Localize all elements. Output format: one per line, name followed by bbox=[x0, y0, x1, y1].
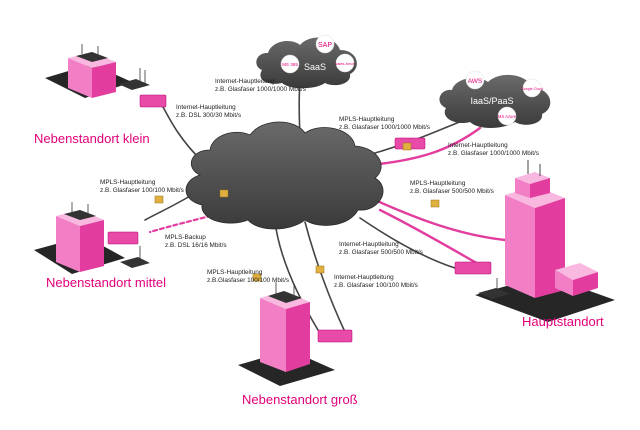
site-label-hauptstandort: Hauptstandort bbox=[522, 314, 604, 329]
lock-icon-1 bbox=[154, 195, 164, 204]
lock-icon-2 bbox=[219, 189, 229, 198]
cable-haupt-mpls bbox=[373, 198, 507, 242]
lock-icon-3 bbox=[252, 273, 262, 282]
link-label-iaas-mpls: MPLS-Hauptleitung z.B. Glasfaser 1000/10… bbox=[339, 116, 430, 132]
link-title: Internet-Hauptleitung bbox=[215, 78, 275, 85]
link-label-saas-internet: Internet-Hauptleitung z.B. Glasfaser 100… bbox=[215, 78, 306, 94]
badge-ms-azure: MS Azure bbox=[498, 114, 517, 119]
building-hauptstandort bbox=[505, 160, 598, 298]
badge-google-cloud: Google Cloud bbox=[521, 87, 543, 91]
firewall-klein bbox=[139, 94, 167, 108]
link-detail: z.B. Glasfaser 500/500 Mbit/s bbox=[339, 249, 423, 256]
saas-label: SaaS bbox=[304, 62, 326, 72]
iaas-label: IaaS/PaaS bbox=[470, 96, 513, 106]
link-label-iaas-internet: Internet-Hauptleitung z.B. Glasfaser 100… bbox=[448, 142, 539, 158]
cable-haupt-mpls-2 bbox=[378, 208, 482, 267]
router-mittel bbox=[120, 246, 150, 268]
link-label-haupt-mpls: MPLS-Hauptleitung z.B. Glasfaser 500/500… bbox=[410, 180, 494, 196]
cable-iaas-mpls bbox=[368, 126, 482, 167]
firewall-mittel bbox=[107, 231, 139, 245]
iaas-badges bbox=[465, 70, 542, 126]
link-detail: z.B. Glasfaser 100/100 Mbit/s bbox=[334, 282, 418, 289]
link-title: Internet-Hauptleitung bbox=[176, 104, 236, 111]
link-title: MPLS-Hauptleitung bbox=[100, 179, 156, 186]
link-detail: z.B. DSL 16/16 Mbit/s bbox=[165, 242, 227, 249]
link-label-mittel-mpls: MPLS-Hauptleitung z.B. Glasfaser 100/100… bbox=[100, 179, 184, 195]
saas-badges bbox=[280, 34, 355, 74]
link-title: MPLS-Hauptleitung bbox=[207, 269, 263, 276]
link-label-haupt-internet: Internet-Hauptleitung z.B. Glasfaser 500… bbox=[339, 241, 423, 257]
link-label-klein-internet: Internet-Hauptleitung z.B. DSL 300/30 Mb… bbox=[176, 104, 241, 120]
link-detail: z.B. Glasfaser 1000/1000 Mbit/s bbox=[215, 86, 306, 93]
link-title: Internet-Hauptleitung bbox=[339, 241, 399, 248]
link-title: MPLS-Hauptleitung bbox=[339, 116, 395, 123]
router-klein bbox=[118, 68, 150, 90]
link-title: MPLS-Hauptleitung bbox=[410, 180, 466, 187]
link-detail: z.B.Glasfaser 100/100 Mbit/s bbox=[207, 277, 290, 284]
cable-haupt-internet bbox=[359, 217, 456, 269]
link-label-gross-internet: Internet-Hauptleitung z.B. Glasfaser 100… bbox=[334, 274, 418, 290]
link-title: MPLS-Backup bbox=[165, 234, 206, 241]
badge-salesforce: sales-force bbox=[335, 61, 355, 66]
link-detail: z.B. DSL 300/30 Mbit/s bbox=[176, 112, 242, 119]
cable-gross-internet bbox=[304, 221, 346, 333]
link-detail: z.B. Glasfaser 500/500 Mbit/s bbox=[410, 188, 494, 195]
cable-mittel-mpls bbox=[144, 195, 191, 221]
central-cloud bbox=[185, 121, 384, 230]
lock-icon-4 bbox=[315, 265, 325, 274]
badge-ms365: MS 365 bbox=[282, 62, 298, 67]
badge-sap: SAP bbox=[318, 42, 332, 49]
link-detail: z.B. Glasfaser 1000/1000 Mbit/s bbox=[448, 150, 539, 157]
link-label-gross-mpls: MPLS-Hauptleitung z.B.Glasfaser 100/100 … bbox=[207, 269, 289, 285]
site-label-klein: Nebenstandort klein bbox=[34, 131, 150, 146]
lock-icon-6 bbox=[402, 142, 412, 151]
iaas-cloud bbox=[439, 74, 551, 128]
link-label-mittel-backup: MPLS-Backup z.B. DSL 16/16 Mbit/s bbox=[165, 234, 227, 250]
cable-gross-mpls bbox=[274, 221, 319, 331]
building-mittel bbox=[56, 202, 104, 272]
link-title: Internet-Hauptleitung bbox=[334, 274, 394, 281]
locks bbox=[154, 142, 440, 282]
link-detail: z.B. Glasfaser 100/100 Mbit/s bbox=[100, 187, 184, 194]
building-gross bbox=[260, 282, 310, 372]
site-label-mittel: Nebenstandort mittel bbox=[46, 275, 166, 290]
site-label-gross: Nebenstandort groß bbox=[242, 392, 358, 407]
firewall-haupt bbox=[454, 261, 492, 275]
badge-aws: AWS bbox=[468, 78, 483, 85]
link-title: Internet-Hauptleitung bbox=[448, 142, 508, 149]
building-klein bbox=[68, 44, 116, 98]
lock-icon-5 bbox=[430, 199, 440, 208]
link-detail: z.B. Glasfaser 1000/1000 Mbit/s bbox=[339, 124, 430, 131]
router-haupt bbox=[478, 278, 510, 299]
firewall-gross bbox=[317, 329, 353, 343]
